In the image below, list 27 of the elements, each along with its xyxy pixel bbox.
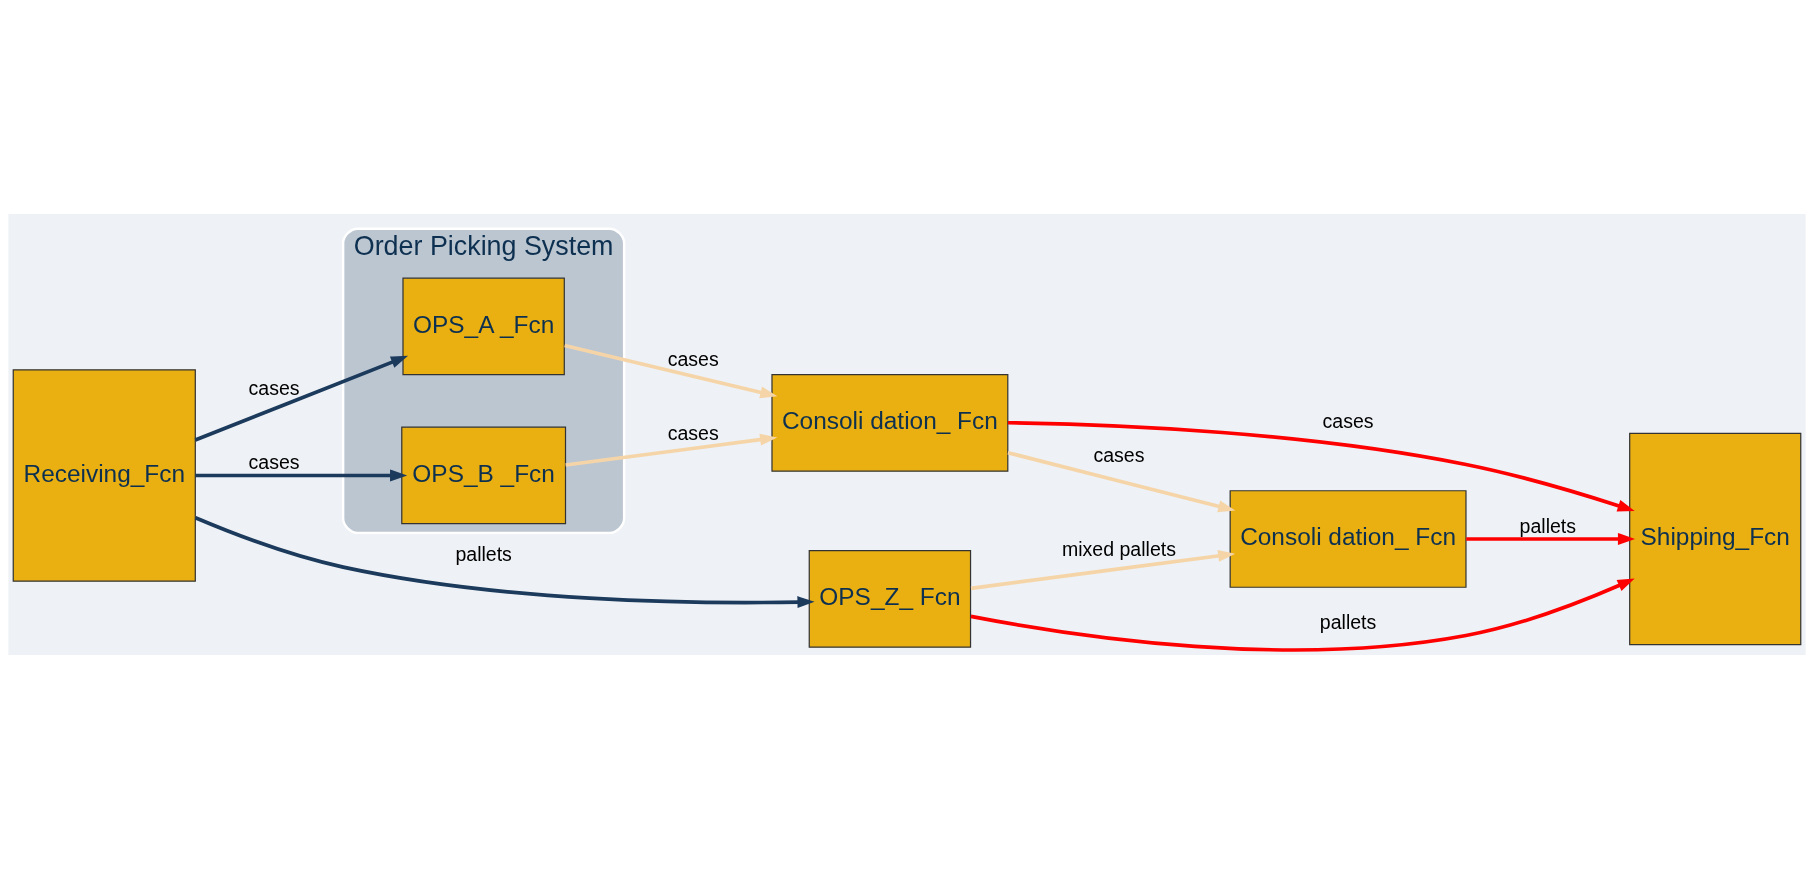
- arrow: [194, 355, 409, 442]
- node-box: OPS_Z_ Fcn: [808, 550, 972, 648]
- node-box: Consoli dation_ Fcn: [771, 374, 1009, 472]
- arrow: [970, 549, 1236, 591]
- arrow: [1007, 450, 1236, 513]
- edge-label: cases: [1322, 409, 1374, 432]
- edge-label: cases: [1093, 443, 1145, 466]
- edge-label: cases: [248, 451, 300, 474]
- edge-label: cases: [667, 421, 719, 444]
- node-box: Consoli dation_ Fcn: [1229, 490, 1467, 588]
- edge-label: cases: [667, 348, 719, 371]
- node-box: Receiving_Fcn: [12, 369, 196, 582]
- arrow: [564, 343, 778, 399]
- node-box: OPS_A _Fcn: [402, 277, 565, 376]
- arrow: [1007, 420, 1635, 512]
- arrow: [195, 469, 408, 482]
- edge-label: mixed pallets: [1061, 537, 1176, 560]
- node-box: OPS_B _Fcn: [401, 426, 567, 525]
- edge-label: pallets: [1319, 611, 1377, 634]
- node-box: Shipping_Fcn: [1629, 432, 1802, 646]
- arrow: [970, 578, 1635, 652]
- arrow: [1466, 533, 1636, 545]
- edge-label: cases: [248, 376, 300, 399]
- arrow: [565, 433, 778, 467]
- arrow: [194, 516, 815, 609]
- edge-label: pallets: [455, 542, 512, 565]
- edge-label: pallets: [1519, 514, 1577, 537]
